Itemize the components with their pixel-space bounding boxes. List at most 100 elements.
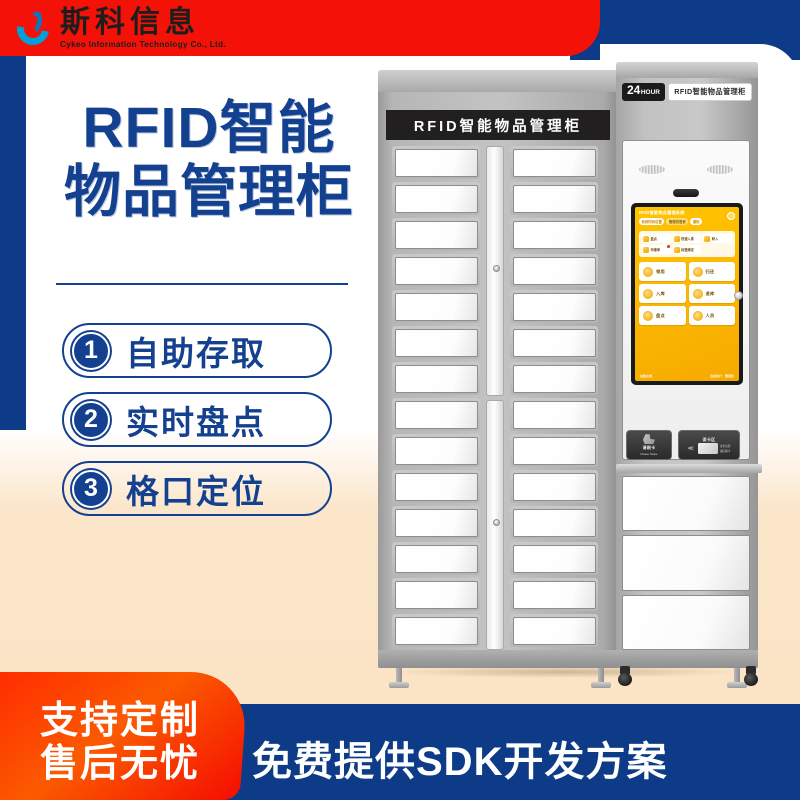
- quick-action-label-2: 转入: [711, 237, 719, 241]
- rfid-reader-label-cn: 读卡区: [702, 436, 716, 442]
- badge-hours-unit: HOUR: [640, 89, 660, 96]
- locker-door-face: [394, 508, 478, 537]
- bottom-badge-line-2: 售后无忧: [39, 743, 200, 786]
- lock-icon[interactable]: [493, 265, 500, 272]
- bottom-banner-text: 免费提供SDK开发方案: [252, 740, 668, 784]
- quick-action-label-4: 标签绑定: [681, 248, 694, 252]
- document-icon: [643, 246, 649, 253]
- locker-door-grid: [386, 146, 610, 650]
- quick-action-3[interactable]: 申请单: [642, 245, 671, 254]
- swipe-reader[interactable]: 请刷卡 Please Swipe: [626, 430, 672, 460]
- locker-door[interactable]: [510, 362, 598, 395]
- door-handle-lower[interactable]: [486, 400, 504, 650]
- screen-header: RFID智能物品管理系统 系统时间设置 管理员登录 通知: [635, 207, 739, 225]
- inbox-icon: [673, 235, 680, 242]
- rfid-reader[interactable]: 读卡区 ≪ 身份识别 感应刷卡: [678, 430, 740, 460]
- leveling-foot: [727, 668, 747, 688]
- bottom-badge-line-1: 支持定制: [39, 700, 200, 743]
- locker-door[interactable]: [392, 434, 480, 467]
- caster-wheel: [744, 666, 758, 686]
- main-button-5[interactable]: 人员: [688, 306, 735, 325]
- main-button-grid: 领用 归还 入库 退库: [639, 262, 735, 325]
- locker-base: [378, 650, 618, 668]
- terminal-body-top: [616, 62, 758, 78]
- locker-door[interactable]: [392, 542, 480, 575]
- locker-door[interactable]: [392, 326, 480, 359]
- locker-door[interactable]: [510, 398, 598, 431]
- round-button-icon[interactable]: [734, 291, 743, 300]
- main-button-1[interactable]: 归还: [688, 262, 735, 281]
- locker-door[interactable]: [392, 362, 480, 395]
- locker-door[interactable]: [510, 218, 598, 251]
- screen-chip-1[interactable]: 管理员登录: [666, 218, 689, 225]
- locker-door[interactable]: [510, 254, 598, 287]
- locker-door-face: [512, 148, 596, 177]
- locker-door[interactable]: [510, 578, 598, 611]
- caster-wheel: [618, 666, 632, 686]
- lock-icon[interactable]: [493, 519, 500, 526]
- headline-line-1: RFID智能: [82, 96, 336, 160]
- locker-door[interactable]: [392, 290, 480, 323]
- feature-number-2: 2: [72, 400, 110, 439]
- locker-door-face: [394, 292, 478, 321]
- locker-door[interactable]: [510, 506, 598, 539]
- locker-door[interactable]: [392, 398, 480, 431]
- locker-door[interactable]: [510, 326, 598, 359]
- locker-door[interactable]: [392, 146, 480, 179]
- locker-door-face: [512, 544, 596, 573]
- locker-door[interactable]: [392, 470, 480, 503]
- quick-action-4[interactable]: 标签绑定: [672, 245, 702, 254]
- big-door-2[interactable]: [622, 535, 750, 591]
- main-button-label-4: 盘点: [656, 312, 665, 318]
- screen-chip-2[interactable]: 通知: [690, 218, 703, 225]
- speaker-grille-icon: [707, 165, 733, 174]
- locker-door[interactable]: [510, 434, 598, 467]
- locker-door[interactable]: [510, 182, 598, 215]
- locker-door[interactable]: [392, 506, 480, 539]
- return-icon: [692, 266, 703, 277]
- locker-door[interactable]: [510, 470, 598, 503]
- locker-door[interactable]: [392, 614, 480, 647]
- locker-door[interactable]: [392, 254, 480, 287]
- locker-door[interactable]: [510, 542, 598, 575]
- feature-item-3: 3 格口定位: [62, 461, 332, 516]
- main-button-0[interactable]: 领用: [639, 262, 686, 281]
- door-handle-upper[interactable]: [486, 146, 504, 396]
- locker-door-face: [394, 148, 478, 177]
- rfid-reader-line-1: 身份识别: [719, 444, 731, 448]
- screen-chip-0[interactable]: 系统时间设置: [639, 218, 665, 225]
- quick-action-0[interactable]: 盘点: [642, 234, 671, 243]
- person-icon: [692, 310, 703, 321]
- screen-title: RFID智能物品管理系统: [639, 210, 685, 215]
- big-door-1[interactable]: [622, 476, 750, 532]
- quick-action-panel: 盘点 快速入库 转入 申请单: [639, 231, 735, 257]
- main-button-2[interactable]: 入库: [639, 284, 686, 303]
- locker-door-face: [512, 184, 596, 213]
- user-avatar-icon[interactable]: [727, 212, 735, 220]
- feature-list: 1 自助存取 2 实时盘点 3 格口定位: [62, 323, 332, 530]
- main-button-3[interactable]: 退库: [688, 284, 735, 303]
- card-graphic-icon: [697, 442, 718, 454]
- quick-action-2[interactable]: 转入: [703, 234, 732, 243]
- badge-24hour: 24 HOUR: [622, 83, 665, 101]
- locker-door[interactable]: [392, 218, 480, 251]
- transfer-icon: [704, 235, 711, 242]
- locker-door[interactable]: [392, 182, 480, 215]
- locker-door[interactable]: [510, 614, 598, 647]
- rfid-reader-line-2: 感应刷卡: [719, 449, 731, 453]
- main-button-4[interactable]: 盘点: [639, 306, 686, 325]
- locker-door[interactable]: [392, 578, 480, 611]
- quick-action-1[interactable]: 快速入库: [672, 234, 702, 243]
- locker-door[interactable]: [510, 146, 598, 179]
- terminal-lower-panel: [622, 476, 750, 650]
- locker-door-face: [394, 184, 478, 213]
- big-door-3[interactable]: [622, 594, 750, 650]
- locker-door[interactable]: [510, 290, 598, 323]
- main-button-label-2: 入库: [656, 290, 665, 296]
- touchscreen[interactable]: RFID智能物品管理系统 系统时间设置 管理员登录 通知 盘点: [635, 207, 739, 381]
- feature-label-2: 实时盘点: [126, 403, 266, 441]
- title-divider: [56, 283, 348, 285]
- quick-action-label-3: 申请单: [650, 248, 661, 252]
- brand-name-cn: 斯科信息: [60, 5, 200, 39]
- quick-action-label-1: 快速入库: [681, 237, 694, 241]
